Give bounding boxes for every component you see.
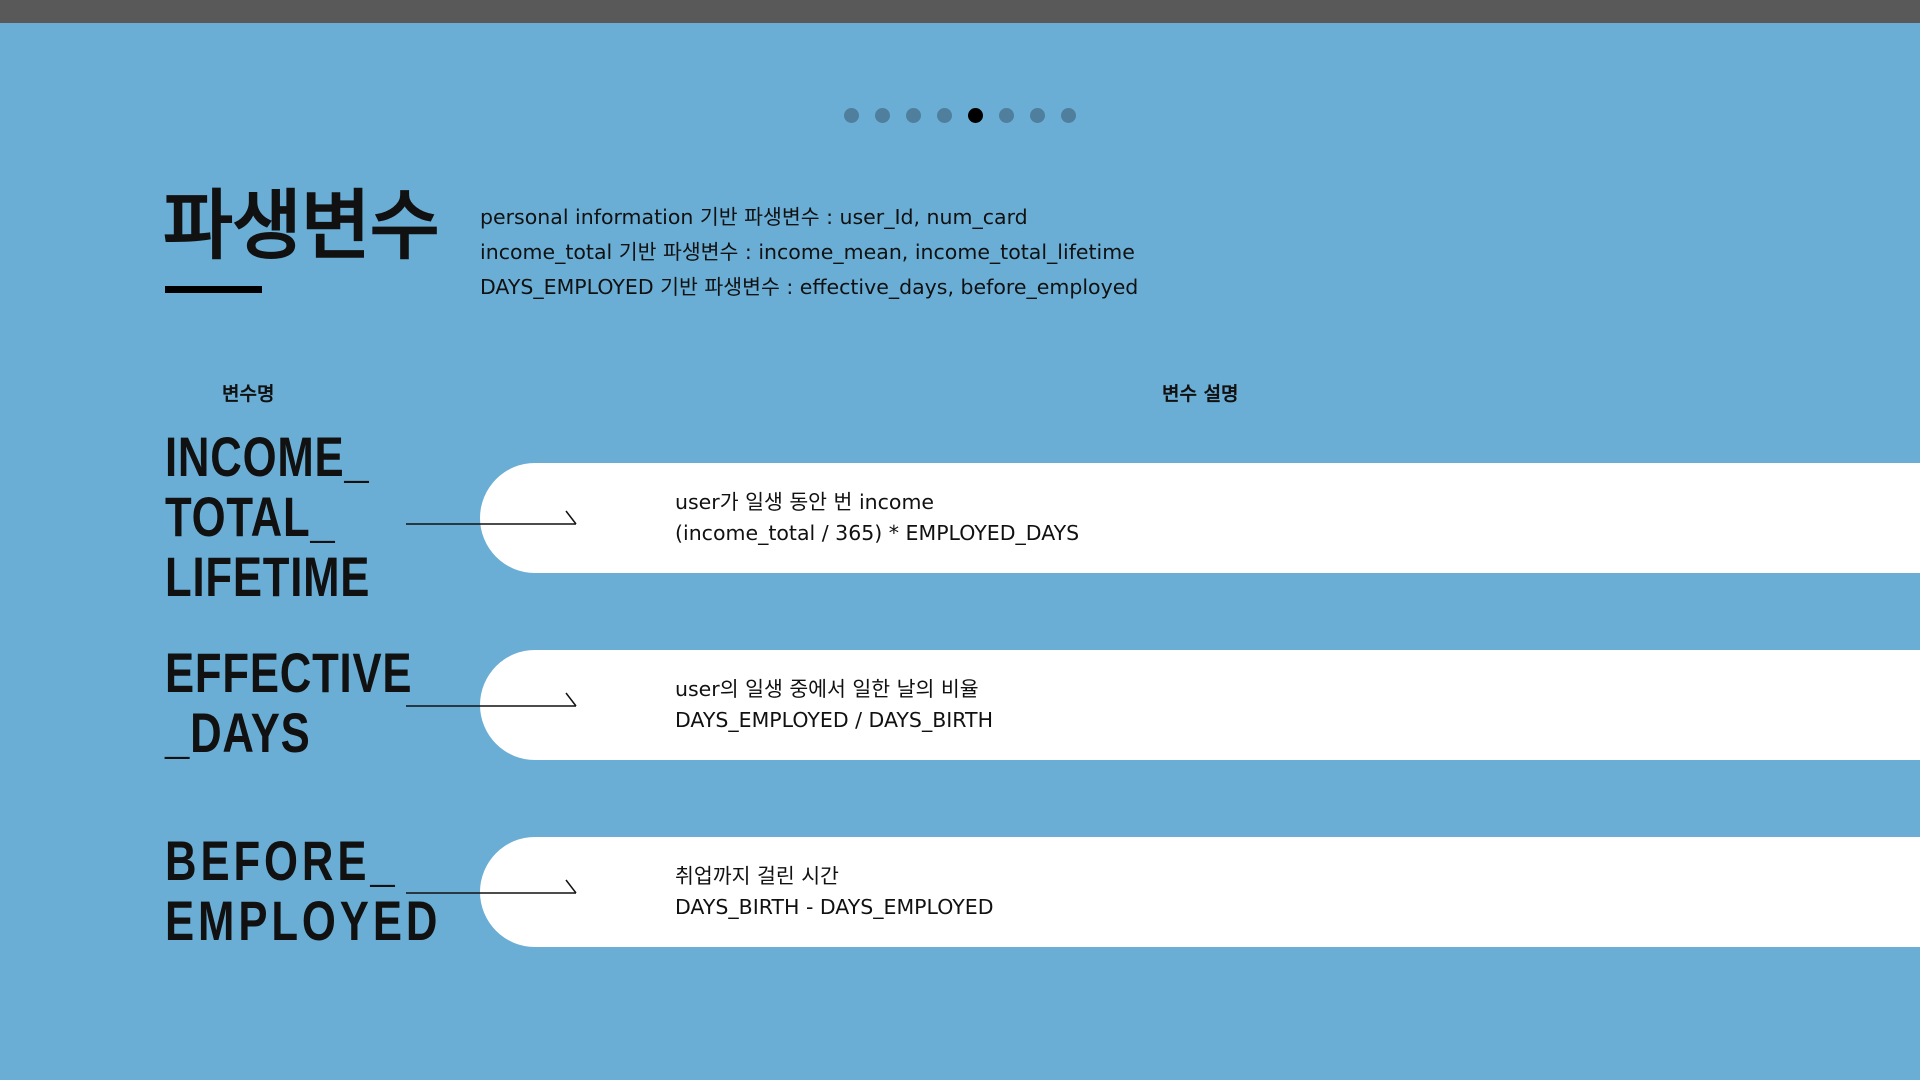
- description-formula: DAYS_BIRTH - DAYS_EMPLOYED: [675, 895, 994, 919]
- page-dot-4[interactable]: [937, 108, 952, 123]
- variable-name-header: 변수명: [222, 383, 275, 405]
- intro-line-1: personal information 기반 파생변수 : user_Id, …: [480, 205, 1028, 229]
- description-formula: (income_total / 365) * EMPLOYED_DAYS: [675, 521, 1080, 545]
- description-pill-1: user가 일생 동안 번 income (income_total / 365…: [480, 463, 1920, 573]
- description-text: user의 일생 중에서 일한 날의 비율: [675, 677, 979, 701]
- arrow-right-icon: [406, 692, 577, 707]
- title-underline: [165, 286, 262, 293]
- arrow-right-icon: [406, 879, 577, 894]
- description-text: user가 일생 동안 번 income: [675, 490, 935, 514]
- description-text: 취업까지 걸린 시간: [675, 864, 839, 888]
- variable-description-header: 변수 설명: [1162, 383, 1239, 405]
- description-pill-3: 취업까지 걸린 시간 DAYS_BIRTH - DAYS_EMPLOYED: [480, 837, 1920, 947]
- intro-line-3: DAYS_EMPLOYED 기반 파생변수 : effective_days, …: [480, 275, 1139, 299]
- page-dot-7[interactable]: [1030, 108, 1045, 123]
- intro-line-2: income_total 기반 파생변수 : income_mean, inco…: [480, 240, 1135, 264]
- page-dot-6[interactable]: [999, 108, 1014, 123]
- variable-name-effective-days: EFFECTIVE _DAYS: [165, 641, 413, 764]
- page-dot-1[interactable]: [844, 108, 859, 123]
- slide-title: 파생변수: [163, 181, 440, 270]
- pagination-dots: [0, 108, 1920, 124]
- page-dot-5-active[interactable]: [968, 108, 983, 123]
- top-bar: [0, 0, 1920, 23]
- page-dot-2[interactable]: [875, 108, 890, 123]
- variable-name-before-employed: BEFORE_ EMPLOYED: [165, 829, 442, 952]
- page-dot-3[interactable]: [906, 108, 921, 123]
- description-pill-2: user의 일생 중에서 일한 날의 비율 DAYS_EMPLOYED / DA…: [480, 650, 1920, 760]
- description-formula: DAYS_EMPLOYED / DAYS_BIRTH: [675, 708, 993, 732]
- arrow-right-icon: [406, 510, 577, 525]
- intro-text: personal information 기반 파생변수 : user_Id, …: [480, 200, 1138, 305]
- page-dot-8[interactable]: [1061, 108, 1076, 123]
- variable-name-income-total-lifetime: INCOME_ TOTAL_ LIFETIME: [165, 425, 371, 608]
